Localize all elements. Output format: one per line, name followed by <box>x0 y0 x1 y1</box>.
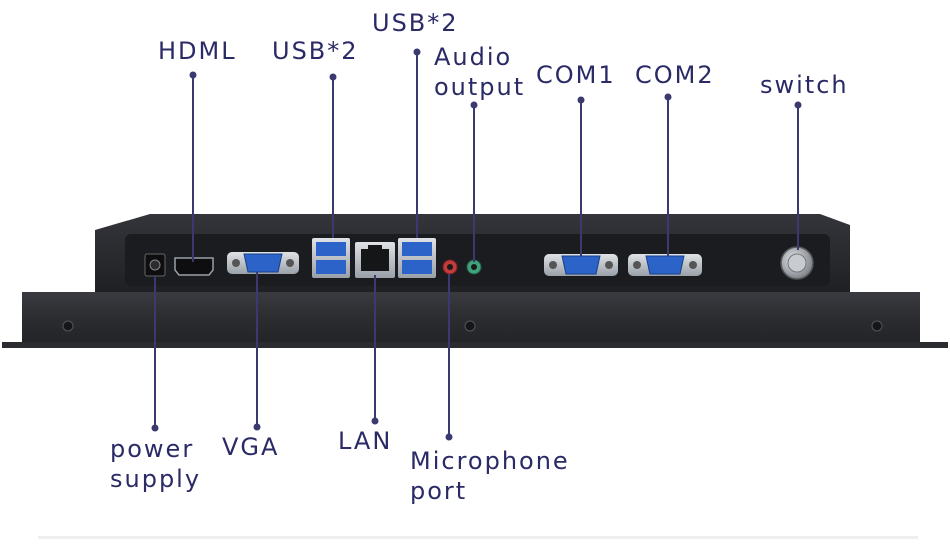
usb-port-pair-1 <box>312 238 350 278</box>
mounting-base <box>2 342 948 348</box>
mounting-screw <box>62 320 74 332</box>
label-switch: switch <box>760 71 849 99</box>
label-audio-line-1: Audio <box>434 43 513 71</box>
label-power-line-2: supply <box>110 465 202 493</box>
label-lan: LAN <box>338 427 393 455</box>
hdmi-port <box>174 257 214 276</box>
mounting-screw <box>464 320 476 332</box>
label-com1: COM1 <box>536 61 616 89</box>
label-usb-pair-1: USB*2 <box>272 37 359 65</box>
front-bezel <box>22 292 920 342</box>
label-vga: VGA <box>222 433 280 461</box>
label-usb-pair-2: USB*2 <box>372 9 459 37</box>
bottom-divider <box>38 536 918 539</box>
label-audio-line-2: output <box>434 73 526 101</box>
com1-port <box>544 254 618 276</box>
mounting-screw <box>871 320 883 332</box>
label-power-line-1: power <box>110 435 195 463</box>
usb-port-pair-2 <box>398 238 436 278</box>
com2-port <box>628 254 702 276</box>
label-microphone-line-2: port <box>410 477 468 505</box>
leader-lines <box>151 48 802 441</box>
label-microphone-line-1: Microphone <box>410 447 570 475</box>
lan-port <box>355 242 395 278</box>
label-hdmi: HDML <box>158 37 237 65</box>
vga-port <box>227 252 299 274</box>
label-com2: COM2 <box>635 61 715 89</box>
power-switch-button <box>780 246 814 280</box>
